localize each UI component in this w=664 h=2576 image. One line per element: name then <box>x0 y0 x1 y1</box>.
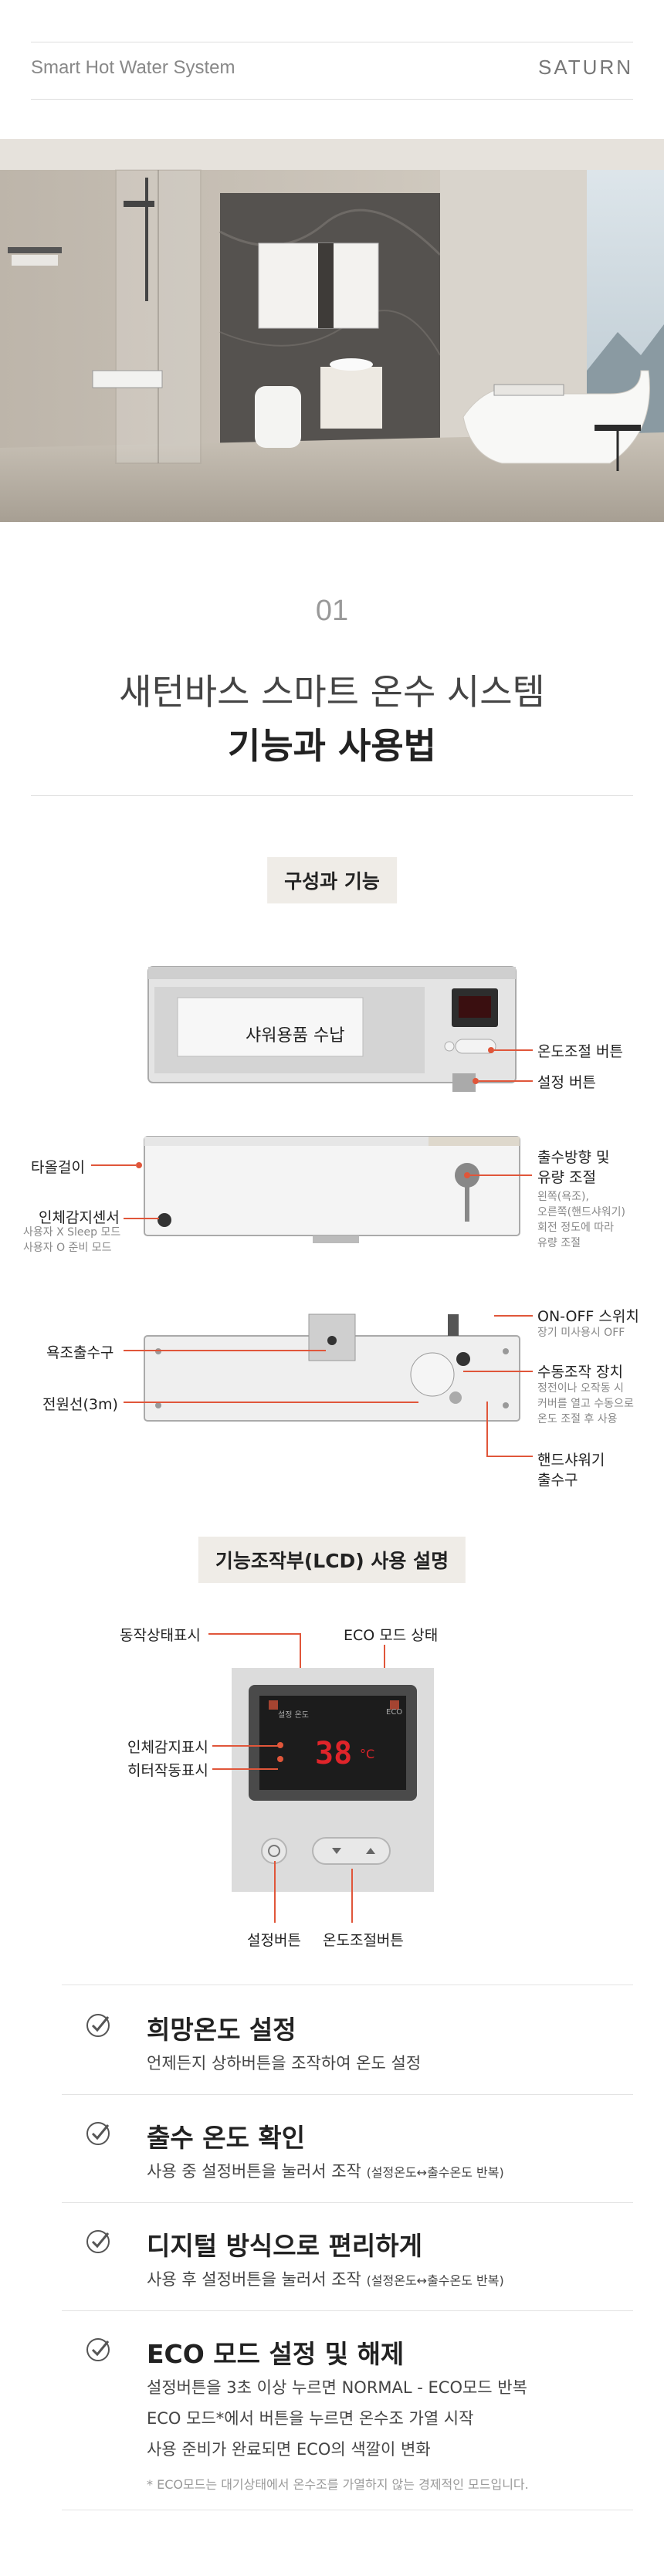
heater-display-label: 히터작동표시 <box>127 1762 208 1779</box>
flow-title2: 유량 조절 <box>537 1169 596 1186</box>
setting-button-marker <box>473 1078 479 1084</box>
feature-desc-line1: 설정버튼을 3초 이상 누르면 NORMAL - ECO모드 반복 <box>147 2378 527 2397</box>
section-number: 01 <box>315 595 349 627</box>
lcd-temp-unit: °C <box>360 1747 375 1761</box>
status-display-leader-v <box>300 1633 301 1691</box>
towel-bar-marker <box>136 1162 142 1168</box>
device-back-view <box>144 1313 520 1422</box>
header-subtitle: Smart Hot Water System <box>31 57 235 78</box>
feature-desc-line2: ECO 모드*에서 버튼을 누르면 온수조 가열 시작 <box>147 2409 474 2428</box>
temp-button-leader <box>494 1049 533 1051</box>
feature-desc-main: 사용 후 설정버튼을 눌러서 조작 <box>147 2270 361 2289</box>
header: Smart Hot Water System SATURN <box>0 0 664 139</box>
power-cord-label: 전원선(3m) <box>42 1396 118 1413</box>
header-bottom-divider <box>31 99 633 100</box>
check-circle-icon <box>86 2338 110 2361</box>
feature-desc-small: (설정온도↔출수온도 반복) <box>366 2165 504 2180</box>
lcd-heading: 기능조작부(LCD) 사용 설명 <box>198 1537 466 1583</box>
setting-button-lcd-leader <box>274 1861 276 1923</box>
onoff-sub: 장기 미사용시 OFF <box>537 1327 625 1339</box>
composition-heading: 구성과 기능 <box>267 857 397 903</box>
tub-outlet-leader <box>124 1350 326 1351</box>
feature-desc-main: 사용 중 설정버튼을 눌러서 조작 <box>147 2162 361 2181</box>
feature-desc: 언제든지 상하버튼을 조작하여 온도 설정 <box>147 2054 422 2073</box>
lcd-screen-eco: ECO <box>386 1708 403 1717</box>
temp-button-marker <box>488 1047 494 1053</box>
check-circle-icon <box>86 2122 110 2145</box>
feature-divider <box>62 2094 633 2095</box>
sensor-sub2: 사용자 O 준비 모드 <box>23 1242 112 1254</box>
device-top-view <box>147 966 517 1092</box>
temp-button-label: 온도조절 버튼 <box>537 1043 623 1060</box>
hand-outlet-label2: 출수구 <box>537 1472 578 1489</box>
flow-marker <box>464 1172 470 1178</box>
lcd-panel <box>232 1668 434 1892</box>
check-circle-icon <box>86 2230 110 2253</box>
feature-title: 출수 온도 확인 <box>147 2123 306 2153</box>
heater-display-leader <box>212 1768 278 1770</box>
onoff-leader <box>494 1315 533 1317</box>
status-display-leader-h <box>208 1633 301 1635</box>
section-divider <box>31 795 633 796</box>
lcd-temp-value: 38 <box>315 1736 353 1771</box>
feature-note: * ECO모드는 대기상태에서 온수조를 가열하지 않는 경제적인 모드입니다. <box>147 2477 529 2492</box>
feature-divider <box>62 2202 633 2203</box>
brand-logo: SATURN <box>538 56 633 79</box>
setting-button-label: 설정 버튼 <box>537 1074 596 1091</box>
feature-desc: 사용 중 설정버튼을 눌러서 조작 (설정온도↔출수온도 반복) <box>147 2156 504 2188</box>
manual-leader <box>463 1371 533 1372</box>
tub-outlet-label: 욕조출수구 <box>46 1344 114 1361</box>
storage-label: 샤워용품 수납 <box>246 1026 345 1046</box>
setting-button-leader <box>479 1080 533 1082</box>
lcd-setting-button-label: 설정버튼 <box>247 1932 301 1949</box>
section-title-line1: 새턴바스 스마트 온수 시스템 <box>119 671 545 713</box>
feature-desc-line3: 사용 준비가 완료되면 ECO의 색깔이 변화 <box>147 2440 431 2459</box>
lcd-screen-label: 설정 온도 <box>278 1711 309 1720</box>
power-cord-leader <box>124 1402 418 1403</box>
manual-label: 수동조작 장치 <box>537 1364 623 1381</box>
flow-leader <box>470 1174 532 1176</box>
manual-sub3: 온도 조절 후 사용 <box>537 1413 618 1425</box>
flow-sub1: 왼쪽(욕조), <box>537 1191 589 1203</box>
towel-bar-label: 타올걸이 <box>31 1159 85 1176</box>
feature-title: 디지털 방식으로 편리하게 <box>147 2231 422 2261</box>
device-front-view <box>144 1136 520 1243</box>
flow-sub3: 회전 정도에 따라 <box>537 1222 615 1234</box>
flow-sub2: 오른쪽(핸드샤워기) <box>537 1206 625 1219</box>
flow-title1: 출수방향 및 <box>537 1149 610 1166</box>
sensor-leader <box>124 1218 159 1219</box>
feature-title: ECO 모드 설정 및 해제 <box>147 2339 405 2369</box>
check-circle-icon <box>86 2014 110 2037</box>
eco-status-label: ECO 모드 상태 <box>344 1627 439 1644</box>
feature-desc-small: (설정온도↔출수온도 반복) <box>366 2273 504 2288</box>
sensor-label: 인체감지센서 <box>39 1209 120 1226</box>
hero-bathroom-image <box>0 139 664 522</box>
feature-desc: 사용 후 설정버튼을 눌러서 조작 (설정온도↔출수온도 반복) <box>147 2264 504 2296</box>
section-title-line2: 기능과 사용법 <box>228 725 436 767</box>
manual-sub1: 정전이나 오작동 시 <box>537 1382 624 1395</box>
feature-divider <box>62 2310 633 2311</box>
temp-button-lcd-leader <box>351 1869 353 1923</box>
hand-outlet-label1: 핸드샤워기 <box>537 1452 605 1469</box>
onoff-label: ON-OFF 스위치 <box>537 1308 639 1325</box>
bathroom-illustration <box>0 139 664 522</box>
manual-sub2: 커버를 열고 수동으로 <box>537 1398 634 1410</box>
flow-sub4: 유량 조절 <box>537 1237 581 1249</box>
lcd-temp-button-label: 온도조절버튼 <box>323 1932 404 1949</box>
hand-outlet-leader-h <box>486 1456 533 1457</box>
feature-title: 희망온도 설정 <box>147 2015 296 2045</box>
towel-bar-leader <box>91 1164 136 1166</box>
body-sensor-display-leader <box>212 1745 278 1747</box>
sensor-sub1: 사용자 X Sleep 모드 <box>23 1226 121 1239</box>
hand-outlet-leader-v <box>486 1402 488 1456</box>
status-display-label: 동작상태표시 <box>120 1627 201 1644</box>
body-sensor-display-label: 인체감지표시 <box>127 1739 208 1756</box>
